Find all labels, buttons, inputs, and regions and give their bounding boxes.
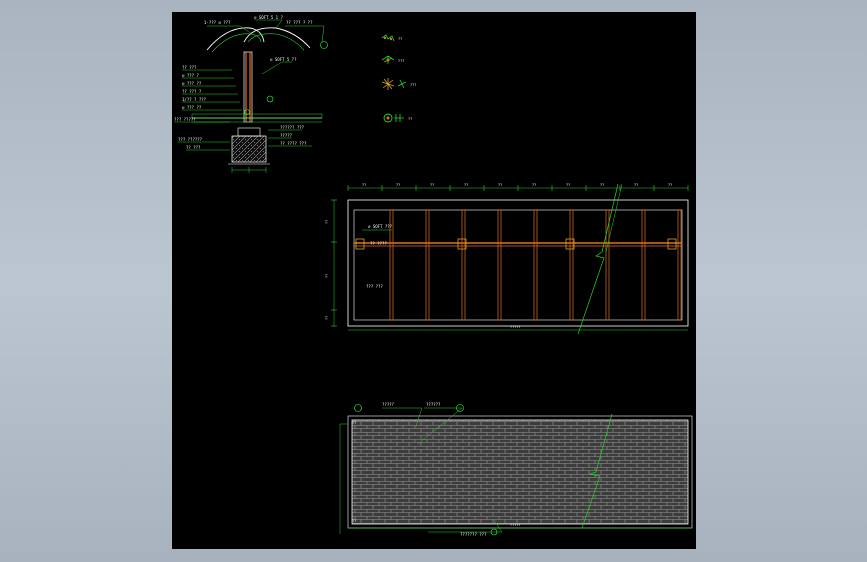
label-top-right: ∅ SOFT 5 1 ?: [254, 15, 283, 20]
paving-plan: ????? ?????? ?? ?? ??????? ??? ?????: [339, 402, 693, 537]
label-top-left: 1-??? ∅ ???: [204, 20, 231, 25]
arbor-section-detail: 1-??? ∅ ??? ∅ SOFT 5 1 ? ?? ??? ? ?? ∅ S…: [174, 15, 328, 173]
plan-a-rafter: [569, 209, 574, 321]
plan-a-top-dim-label: ??: [634, 183, 638, 187]
plan-a-top-dim-label: ??: [668, 183, 672, 187]
plan-b-left-tag: ??: [352, 421, 356, 425]
plan-a-rafter: [641, 209, 646, 321]
label-mid-left-2: ∅ ??? ?: [182, 73, 199, 78]
plan-a-break-line: [577, 183, 619, 335]
pergola-framing-plan: ???????????????????? ?? ?? ?? ∅ SOFT ???…: [325, 183, 689, 335]
cad-drawing: 1-??? ∅ ??? ∅ SOFT 5 1 ? ?? ??? ? ?? ∅ S…: [174, 15, 693, 537]
plant-legend: ?? ??? ??? ??: [381, 34, 416, 123]
plan-a-top-dim-label: ??: [362, 183, 366, 187]
plan-a-note-1: ∅ SOFT ???: [368, 224, 393, 229]
label-mid-left-6: ∅ ??? ??: [182, 105, 202, 110]
label-mid-left-3: ∅ ??? ??: [182, 81, 202, 86]
label-mid-left-5: 1/?? ? ???: [182, 97, 207, 102]
plan-a-top-dim-label: ??: [430, 183, 434, 187]
plan-a-top-dim-label: ??: [532, 183, 536, 187]
legend-label-4: ??: [408, 117, 412, 121]
plan-a-top-dim-label: ??: [566, 183, 570, 187]
plan-b-break-line: [581, 413, 613, 529]
plan-a-rafter: [425, 209, 430, 321]
plan-a-top-dim-label: ??: [498, 183, 502, 187]
leaf-cluster-icon: ??: [381, 34, 402, 42]
shrub-symbol-icon: ??: [383, 113, 412, 123]
plan-a-note-2: ?? ????: [370, 241, 387, 246]
plan-b-paving-area: [351, 419, 689, 525]
column-footing: [231, 135, 267, 163]
label-mid-left-4: ?? ??? ?: [182, 89, 202, 94]
plan-a-outer-frame: [347, 199, 689, 327]
plan-a-rafter: [497, 209, 502, 321]
legend-label-2: ???: [398, 59, 404, 63]
plan-b-bottom-left: ??: [352, 519, 356, 523]
plan-a-top-dim-label: ??: [396, 183, 400, 187]
plan-a-rafter: [605, 209, 610, 321]
label-mid-left-1: ?? ???: [182, 65, 197, 70]
plan-a-post-1: [355, 238, 365, 250]
plan-a-total-dim: ?????: [510, 325, 521, 329]
arch-beam-left: [206, 27, 265, 51]
label-low-right-1: ?????? ???: [280, 125, 305, 130]
cad-drawing-canvas[interactable]: 1-??? ∅ ??? ∅ SOFT 5 1 ? ?? ??? ? ?? ∅ S…: [172, 12, 696, 549]
plan-a-inner-frame: [353, 209, 683, 321]
plan-a-post-2: [457, 238, 467, 250]
legend-label-1: ??: [398, 37, 402, 41]
label-mid-right: ∅ SOFT 5 ??: [270, 57, 297, 62]
palm-symbol-icon: ???: [381, 78, 416, 90]
arch-beam-right: [243, 27, 311, 49]
arbor-column: [243, 51, 253, 123]
plan-a-post-3: [565, 238, 575, 250]
legend-label-3: ???: [410, 83, 416, 87]
plan-b-bottom-note: ??????? ???: [460, 532, 487, 537]
plan-a-rafters: [389, 209, 682, 321]
plan-b-callout-2: ??????: [426, 402, 441, 407]
plan-a-top-dim-label: ??: [464, 183, 468, 187]
tree-symbol-icon: ???: [381, 55, 404, 64]
plan-a-rafter: [533, 209, 538, 321]
label-low-right-3: ?? ???? ???: [280, 141, 307, 146]
plan-a-top-dim-label: ??: [600, 183, 604, 187]
plan-a-left-dim-2: ??: [325, 274, 329, 278]
plan-b-total-dim: ?????: [510, 523, 521, 527]
plan-a-note-3: ??? ???: [366, 284, 383, 289]
plan-a-rafter: [677, 209, 682, 321]
label-top-far: ?? ??? ? ??: [286, 20, 313, 25]
plan-a-post-4: [667, 238, 677, 250]
plan-a-rafter: [461, 209, 466, 321]
label-low-left-2: ??? ??????: [178, 137, 203, 142]
label-low-right-2: ?????: [280, 133, 293, 138]
plan-b-callout-1: ?????: [382, 402, 395, 407]
plan-a-left-dim-3: ??: [325, 316, 329, 320]
plan-a-rafter: [389, 209, 394, 321]
label-low-left-3: ?? ???: [186, 145, 201, 150]
label-low-left-1: ??? ?????: [174, 117, 196, 122]
plan-a-top-dimensions: ????????????????????: [362, 183, 672, 187]
plan-a-left-dim-1: ??: [325, 220, 329, 224]
